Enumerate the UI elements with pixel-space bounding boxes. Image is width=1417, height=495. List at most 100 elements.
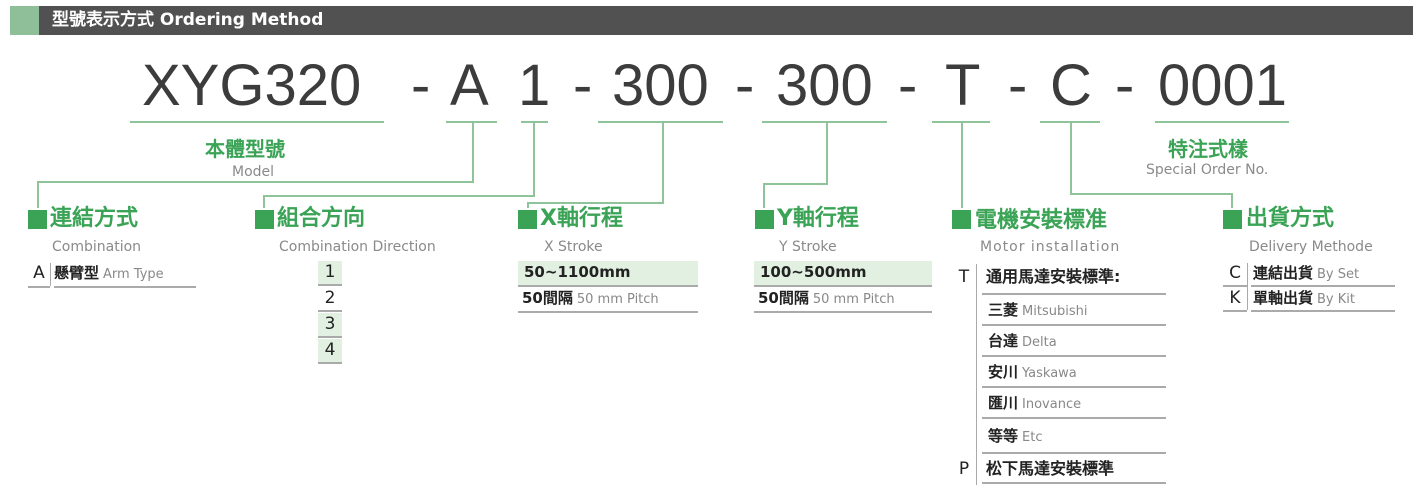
connector-line: [533, 121, 535, 197]
special-label-zh: 特注式樣: [1168, 137, 1248, 161]
page-title: 型號表示方式 Ordering Method: [52, 10, 324, 30]
motor-t-title: 通用馬達安裝標準:: [982, 266, 1166, 295]
direction-option: 1: [318, 261, 342, 286]
combination-row-zh: 懸臂型: [54, 264, 100, 282]
motor-p-title: 松下馬達安裝標準: [982, 456, 1166, 484]
x-stroke-subtitle: X Stroke: [544, 239, 603, 255]
divider: [976, 264, 977, 485]
motor-brand-zh: 台達: [988, 332, 1019, 350]
motor-brand-zh: 等等: [988, 427, 1019, 445]
direction-option: 4: [318, 339, 342, 364]
x-stroke-pitch-zh: 50間隔: [522, 289, 573, 307]
code-dash: -: [735, 53, 755, 118]
y-stroke-title: Y軸行程: [777, 206, 859, 231]
code-x-stroke: 300: [612, 53, 709, 118]
connector-line: [37, 181, 474, 183]
special-label-en: Special Order No.: [1146, 162, 1269, 178]
divider: [50, 263, 51, 286]
code-order-no: 0001: [1158, 53, 1288, 118]
code-a: A: [450, 53, 489, 118]
combination-row-en: Arm Type: [103, 267, 164, 282]
delivery-key: C: [1223, 262, 1247, 287]
connector-line: [826, 121, 828, 185]
x-stroke-title: X軸行程: [540, 206, 623, 231]
motor-brand-en: Inovance: [1022, 397, 1082, 412]
code-dash: -: [1008, 53, 1028, 118]
motor-title: 電機安裝標准: [975, 208, 1108, 233]
x-stroke-range: 50~1100mm: [518, 261, 698, 287]
code-dash: -: [898, 53, 918, 118]
section-square: [952, 210, 971, 229]
model-label-zh: 本體型號: [205, 137, 285, 161]
code-one: 1: [518, 53, 551, 118]
connector-line: [961, 121, 963, 208]
y-stroke-range: 100~500mm: [754, 261, 932, 287]
connector-line: [1070, 121, 1072, 195]
y-stroke-range-text: 100~500mm: [760, 263, 867, 281]
motor-brand-zh: 安川: [988, 363, 1019, 381]
connector-line: [263, 195, 535, 197]
motor-subtitle: Motor installation: [980, 239, 1121, 255]
combination-key: A: [28, 262, 50, 288]
motor-p-title-text: 松下馬達安裝標準: [986, 459, 1115, 478]
header-bar: [10, 6, 1413, 35]
model-label-en: Model: [232, 164, 275, 180]
header-square: [10, 6, 39, 35]
direction-option: 3: [318, 313, 342, 338]
connector-line: [527, 202, 664, 204]
motor-p-key: P: [958, 459, 970, 479]
y-stroke-pitch-en: 50 mm Pitch: [812, 292, 895, 307]
section-square: [518, 210, 537, 229]
direction-subtitle: Combination Direction: [279, 239, 436, 255]
motor-brand-zh: 三菱: [988, 301, 1019, 319]
delivery-subtitle: Delivery Methode: [1249, 239, 1373, 255]
divider: [1247, 263, 1248, 310]
motor-t-title-text: 通用馬達安裝標準:: [986, 267, 1121, 286]
connector-line: [763, 183, 765, 208]
underline-model: [130, 121, 384, 123]
code-t: T: [945, 53, 981, 118]
y-stroke-pitch-zh: 50間隔: [758, 289, 809, 307]
connector-line: [37, 181, 39, 208]
connector-line: [1231, 193, 1233, 208]
x-stroke-range-text: 50~1100mm: [524, 263, 631, 281]
code-model: XYG320: [142, 53, 362, 118]
x-stroke-pitch-en: 50 mm Pitch: [576, 292, 659, 307]
connector-line: [662, 121, 664, 204]
underline-no: [1155, 121, 1289, 123]
motor-brand-en: Yaskawa: [1022, 366, 1077, 381]
underline-y: [762, 121, 887, 123]
code-y-stroke: 300: [776, 53, 873, 118]
underline-x: [598, 121, 723, 123]
delivery-row-zh: 連結出貨: [1253, 264, 1314, 282]
delivery-row-en: By Set: [1317, 267, 1360, 282]
section-square: [755, 210, 774, 229]
motor-t-key: T: [958, 267, 970, 287]
section-square: [28, 210, 47, 229]
delivery-row-en: By Kit: [1317, 292, 1355, 307]
combination-title: 連結方式: [50, 206, 139, 231]
motor-brand-en: Etc: [1022, 430, 1043, 445]
motor-brand-zh: 匯川: [988, 394, 1019, 412]
code-dash: -: [411, 53, 431, 118]
connector-line: [1070, 193, 1233, 195]
connector-line: [763, 183, 828, 185]
direction-option: 2: [318, 287, 342, 312]
code-dash: -: [573, 53, 593, 118]
connector-line: [527, 202, 529, 208]
y-stroke-subtitle: Y Stroke: [779, 239, 837, 255]
combination-subtitle: Combination: [52, 239, 142, 255]
connector-line: [472, 121, 474, 183]
motor-brand-en: Mitsubishi: [1022, 304, 1088, 319]
connector-line: [263, 195, 265, 208]
